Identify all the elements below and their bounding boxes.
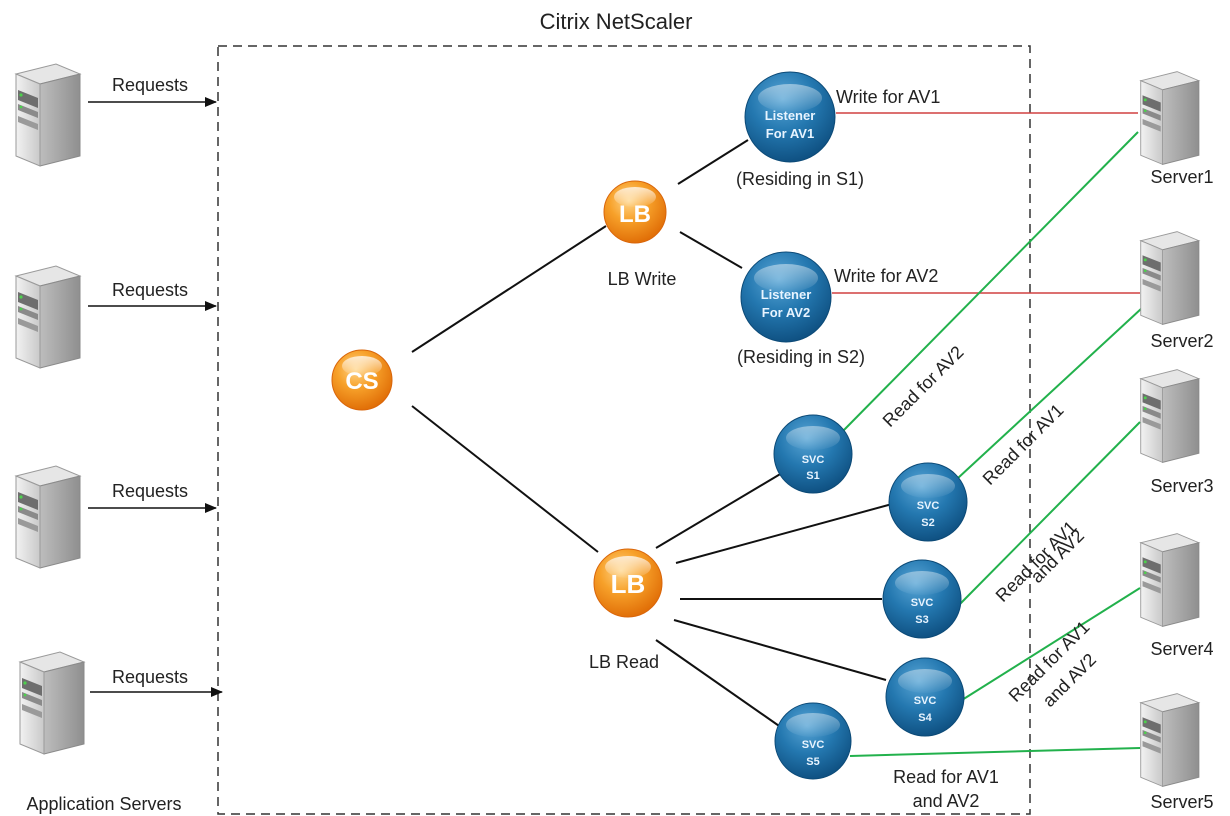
read-av2-label: Read for AV2 bbox=[879, 342, 968, 431]
listener-av1-node: Listener For AV1 bbox=[744, 71, 836, 163]
server-2 bbox=[1140, 231, 1200, 325]
svc-s1-node: SVC S1 bbox=[773, 414, 853, 494]
lb-write-label: LB Write bbox=[608, 269, 677, 289]
svc-s5-node: SVC S5 bbox=[774, 702, 852, 780]
read-s3-label-1: Read for AV1 bbox=[992, 517, 1081, 606]
write-av2-label: Write for AV2 bbox=[834, 266, 938, 286]
request-label-2: Requests bbox=[112, 280, 188, 300]
server-3-label: Server3 bbox=[1150, 476, 1213, 496]
svc-s3-line1: SVC bbox=[911, 597, 934, 609]
read-link-s3 bbox=[959, 421, 1141, 605]
app-server-2 bbox=[15, 265, 81, 369]
svc-s5-line1: SVC bbox=[802, 739, 825, 751]
write-av1-label: Write for AV1 bbox=[836, 87, 940, 107]
app-server-3 bbox=[15, 465, 81, 569]
server-4 bbox=[1140, 533, 1200, 627]
listener-av1-caption: (Residing in S1) bbox=[736, 169, 864, 189]
netscaler-boundary bbox=[217, 45, 1031, 815]
svc-s3-node: SVC S3 bbox=[882, 559, 962, 639]
server-2-label: Server2 bbox=[1150, 331, 1213, 351]
svc-s1-line1: SVC bbox=[802, 454, 825, 466]
lb-read-label: LB Read bbox=[589, 652, 659, 672]
svc-s4-node: SVC S4 bbox=[885, 657, 965, 737]
read-link-s5 bbox=[849, 747, 1141, 757]
server-1-label: Server1 bbox=[1150, 167, 1213, 187]
svc-s4-line1: SVC bbox=[914, 695, 937, 707]
server-5 bbox=[1140, 693, 1200, 787]
server-5-label: Server5 bbox=[1150, 792, 1213, 812]
read-av1-label: Read for AV1 bbox=[979, 400, 1068, 489]
server-3 bbox=[1140, 369, 1200, 463]
lb-write-node-text: LB bbox=[619, 201, 651, 228]
listener-av2-caption: (Residing in S2) bbox=[737, 347, 865, 367]
server-4-label: Server4 bbox=[1150, 639, 1213, 659]
listener-av2-line2: For AV2 bbox=[762, 305, 810, 320]
lb-read-node: LB bbox=[593, 548, 663, 618]
diagram-title: Citrix NetScaler bbox=[540, 9, 693, 34]
cs-node: CS bbox=[331, 349, 393, 411]
svc-s2-line2: S2 bbox=[921, 517, 934, 529]
read-s5-label-2: and AV2 bbox=[913, 791, 980, 811]
cs-node-text: CS bbox=[345, 368, 378, 395]
svc-s1-line2: S1 bbox=[806, 470, 819, 482]
svc-s2-node: SVC S2 bbox=[888, 462, 968, 542]
svc-s5-line2: S5 bbox=[806, 756, 819, 768]
read-s5-label-1: Read for AV1 bbox=[893, 767, 999, 787]
app-server-1 bbox=[15, 63, 81, 167]
request-label-3: Requests bbox=[112, 481, 188, 501]
read-link-s1 bbox=[841, 131, 1139, 433]
read-link-s2 bbox=[957, 307, 1143, 479]
listener-av2-node: Listener For AV2 bbox=[740, 251, 832, 343]
svc-s4-line2: S4 bbox=[918, 712, 932, 724]
request-label-4: Requests bbox=[112, 667, 188, 687]
svc-s3-line2: S3 bbox=[915, 614, 928, 626]
svc-s2-line1: SVC bbox=[917, 500, 940, 512]
listener-av2-line1: Listener bbox=[761, 287, 812, 302]
server-1 bbox=[1140, 71, 1200, 165]
listener-av1-line1: Listener bbox=[765, 108, 816, 123]
app-servers-label: Application Servers bbox=[26, 794, 181, 814]
lb-write-node: LB bbox=[603, 180, 667, 244]
topology-links bbox=[411, 139, 893, 729]
app-server-4 bbox=[19, 651, 85, 755]
listener-av1-line2: For AV1 bbox=[766, 126, 814, 141]
request-label-1: Requests bbox=[112, 75, 188, 95]
read-link-s4 bbox=[961, 587, 1141, 701]
lb-read-node-text: LB bbox=[611, 569, 646, 599]
